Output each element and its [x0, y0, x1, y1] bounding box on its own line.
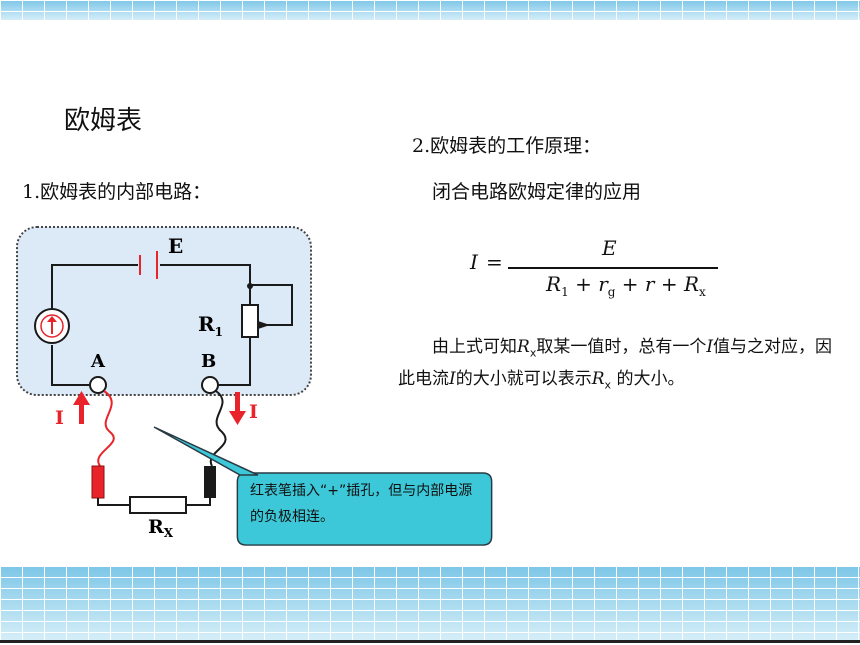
resistor-rx: [129, 496, 187, 514]
circuit-enclosure: [16, 226, 312, 396]
current-arrow-down: [229, 392, 246, 425]
label-E: E: [168, 234, 183, 258]
callout-pointer: [153, 426, 259, 476]
label-R1: R1: [198, 312, 223, 339]
battery-symbol: [139, 251, 158, 279]
current-arrow-up: [73, 391, 90, 424]
term-rx: Rx: [683, 272, 706, 299]
variable-resistor-r1: [241, 304, 270, 338]
label-Rx: RX: [148, 516, 174, 540]
slide-title: 欧姆表: [64, 106, 143, 136]
current-label-right: I: [249, 401, 258, 423]
term-r1: R1: [546, 272, 569, 299]
red-test-lead: [97, 390, 115, 467]
ohmmeter-circuit-diagram: E R1 A B I I RX: [16, 226, 312, 540]
law-subheading: 闭合电路欧姆定律的应用: [432, 181, 642, 203]
formula-numerator: E: [602, 236, 617, 260]
callout-text: 红表笔插入“+”插孔，但与内部电源的负极相连。: [250, 483, 473, 525]
current-label-left: I: [55, 407, 64, 429]
section-heading-working-principle: 2.欧姆表的工作原理：: [412, 135, 602, 157]
red-probe: [91, 465, 105, 499]
formula-denominator: R1 + rg + r + Rx: [546, 272, 706, 299]
callout-bubble: [236, 472, 493, 546]
explanation-paragraph: 由上式可知Rx取某一值时，总有一个I值与之对应，因此电流I的大小就可以表示Rx …: [398, 337, 833, 392]
term-r: r: [644, 272, 655, 296]
fraction-bar: [508, 267, 718, 269]
black-probe: [204, 466, 216, 498]
section-heading-internal-circuit: 1.欧姆表的内部电路：: [22, 181, 212, 203]
top-decor-band: [0, 0, 860, 20]
terminal-B: [201, 376, 219, 394]
ohmmeter-formula: I = E R1 + rg + r + Rx: [470, 236, 730, 306]
bottom-decor-band: [0, 566, 860, 640]
terminal-A: [89, 376, 107, 394]
label-B: B: [201, 351, 216, 372]
term-rg: rg: [598, 272, 616, 299]
formula-equals: =: [486, 250, 503, 274]
formula-current: I: [470, 250, 478, 274]
bottom-rule: [0, 640, 860, 643]
label-A: A: [90, 351, 106, 372]
ammeter-icon: [34, 308, 70, 344]
